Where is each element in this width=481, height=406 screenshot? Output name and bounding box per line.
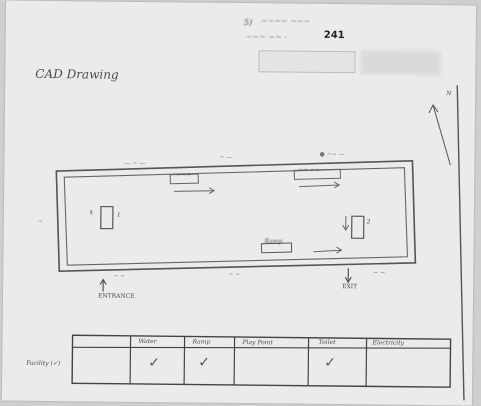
- top-block-right: [293, 168, 341, 180]
- inner-boundary: [63, 167, 409, 266]
- north-arrow-line: [432, 104, 451, 166]
- exit-arrow-head: [344, 276, 352, 284]
- ramp-arrow: [313, 249, 342, 253]
- column-header-toilet: Toilet: [318, 338, 336, 347]
- column-header-water: Water: [138, 337, 157, 346]
- ramp-block: [260, 242, 293, 254]
- dim-mark-top-right: ● ~~ —: [319, 151, 344, 158]
- right-border-line: [456, 85, 465, 401]
- top-block-left-label: ~~~: [176, 171, 192, 179]
- right-down-arrow-head: [342, 224, 350, 232]
- col-divider-3: [233, 336, 236, 385]
- column-header-ramp: Ramp: [192, 338, 211, 346]
- north-arrow-head: [428, 104, 439, 114]
- top-right-arrow: [299, 184, 340, 188]
- dim-mark-bottom-right: ~ ~: [373, 269, 385, 276]
- right-block: [351, 215, 365, 239]
- dim-mark-top-left: — ~ —: [124, 160, 145, 167]
- check-toilet: ✓: [324, 354, 337, 372]
- column-header-electricity: Electricity: [372, 339, 405, 347]
- north-arrow-label: N: [446, 90, 452, 98]
- top-left-arrow: [174, 190, 215, 192]
- left-block-mark: ⇓: [88, 209, 94, 217]
- dim-mark-top-mid: ~ —: [219, 154, 232, 161]
- col-divider-5: [365, 338, 368, 387]
- top-left-arrow-head: [208, 187, 216, 195]
- left-block: [100, 205, 114, 230]
- exit-label: EXIT: [342, 283, 358, 291]
- col-divider-2: [183, 336, 186, 385]
- column-header-play-point: Play Point: [242, 339, 274, 347]
- top-right-arrow-head: [333, 181, 341, 189]
- top-block-right-label: ~~ ~~: [298, 166, 321, 174]
- entrance-arrow-head: [99, 278, 107, 285]
- dim-mark-bottom-mid: ~ ~: [228, 271, 240, 278]
- dim-mark-left: ~: [38, 218, 43, 225]
- entrance-label: ENTRANCE: [97, 292, 135, 300]
- check-ramp: ✓: [198, 354, 211, 371]
- right-block-number: 2: [366, 218, 371, 226]
- outer-boundary: [55, 159, 417, 272]
- facility-table-header-line: [72, 346, 451, 349]
- top-block-left: [169, 173, 199, 185]
- left-block-number: 1: [116, 211, 121, 219]
- col-divider-4: [307, 337, 310, 386]
- facility-row-label: Facility (✓): [26, 359, 61, 368]
- col-divider-1: [129, 335, 132, 384]
- check-water: ✓: [148, 355, 161, 372]
- ramp-label: Ramp: [264, 238, 283, 246]
- dim-mark-bottom-left: ~ ~: [113, 273, 125, 280]
- facility-table-border: [71, 334, 452, 388]
- ramp-arrow-head: [336, 246, 343, 254]
